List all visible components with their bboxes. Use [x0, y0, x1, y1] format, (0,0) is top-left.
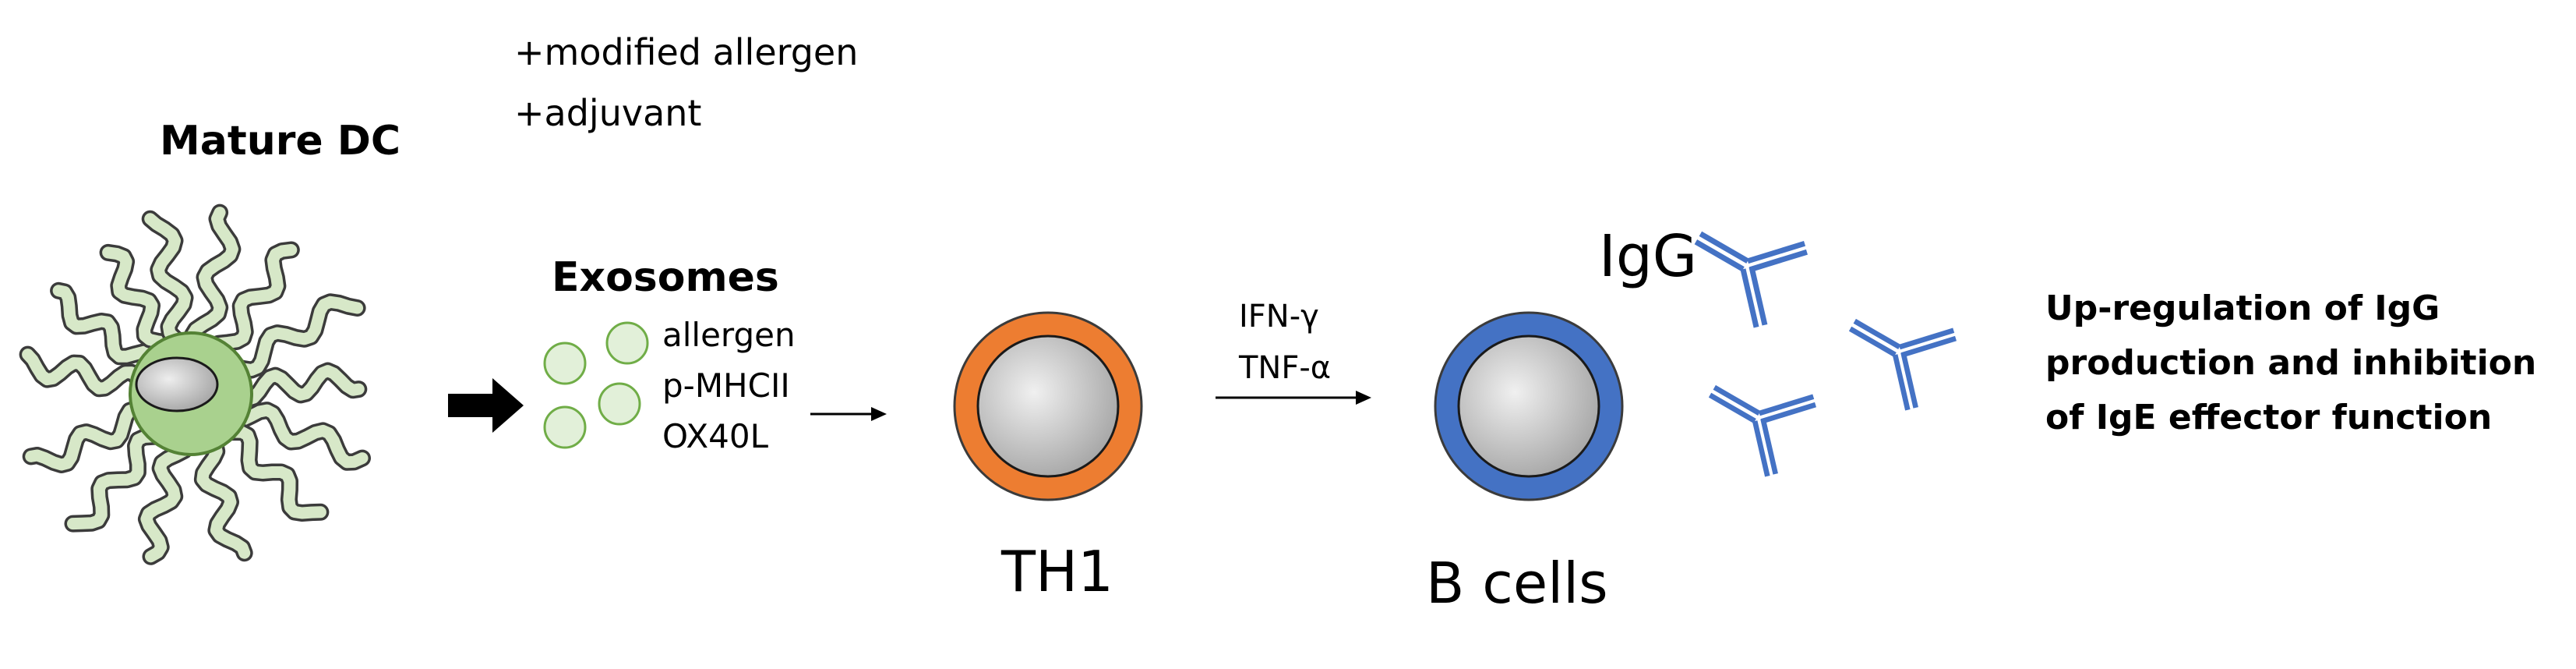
exosome-vesicle: [605, 321, 649, 365]
b-cell: [1434, 311, 1624, 501]
exosome-marker-p-mhcii: p-MHCII: [662, 366, 790, 405]
exosome-marker-allergen: allergen: [662, 316, 796, 354]
th1-cell: [953, 311, 1143, 501]
igg-antibody: [1708, 384, 1816, 477]
outcome-line-2: production and inhibition: [2045, 343, 2537, 383]
outcome-line-1: Up-regulation of IgG: [2045, 288, 2440, 328]
dc-nucleus: [135, 356, 219, 412]
outcome-line-3: of IgE effector function: [2045, 398, 2493, 437]
th1-to-bcells-arrow: [1216, 391, 1371, 405]
cytokine-tnf-alpha: TNF-α: [1239, 350, 1332, 386]
exosome-vesicles: [543, 321, 649, 449]
stimulus-modified-allergen: +modified allergen: [514, 31, 859, 73]
exosomes-title: Exosomes: [552, 254, 779, 301]
exosome-marker-ox40l: OX40L: [662, 417, 768, 455]
cytokine-ifn-gamma: IFN-γ: [1239, 299, 1319, 334]
stimulus-adjuvant: +adjuvant: [514, 92, 702, 134]
exosome-vesicle: [543, 342, 587, 385]
mature-dc-cell: [19, 204, 371, 565]
bcells-label: B cells: [1426, 550, 1608, 616]
exosomes-to-th1-arrow: [810, 407, 887, 421]
exosome-vesicle: [598, 382, 641, 426]
th1-nucleus: [976, 334, 1120, 478]
th1-label: TH1: [1001, 539, 1113, 604]
bcell-nucleus: [1457, 334, 1600, 478]
dc-dendrites: [19, 204, 371, 565]
dc-to-exosomes-block-arrow: [448, 378, 524, 433]
igg-antibodies: [1694, 231, 1957, 477]
igg-antibody: [1848, 318, 1957, 411]
igg-label: IgG: [1599, 223, 1698, 290]
mature-dc-title: Mature DC: [160, 118, 401, 165]
igg-antibody: [1694, 231, 1808, 328]
exosome-vesicle: [543, 405, 587, 449]
